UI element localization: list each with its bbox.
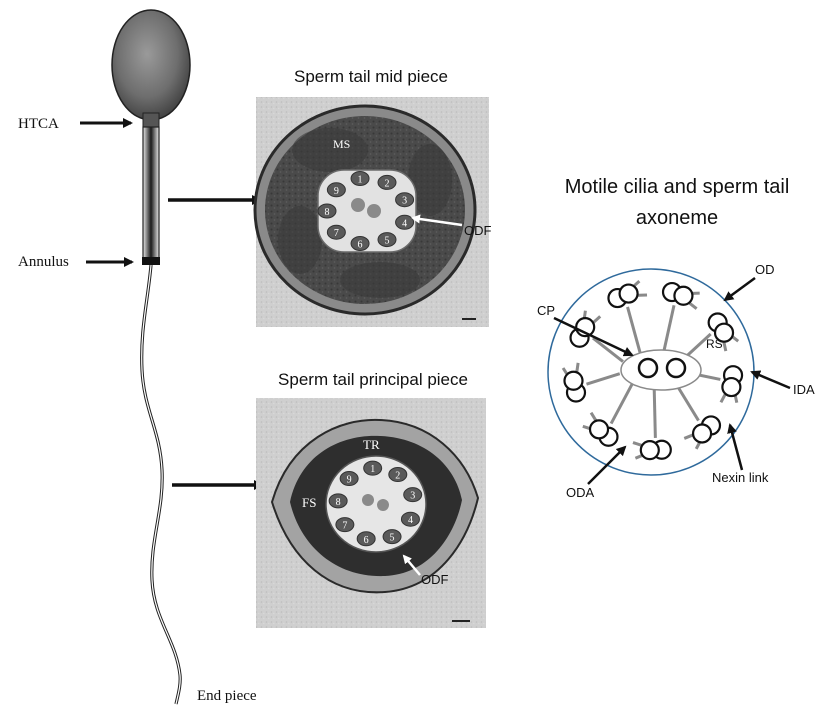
principal-scale-bar [452, 620, 470, 622]
sperm-midpiece [143, 127, 159, 263]
nexin-link-arrow [730, 425, 742, 470]
mitochondrion-4 [340, 262, 420, 298]
cp-label: CP [537, 303, 555, 318]
midpiece-odf-label: ODF [464, 223, 492, 238]
principal-doublet-number: 9 [347, 475, 352, 486]
annulus-label: Annulus [18, 254, 69, 270]
ida-arrow [752, 372, 790, 388]
doublet-b-tubule [722, 378, 740, 396]
od-label: OD [755, 262, 775, 277]
doublet-b-tubule [565, 372, 583, 390]
midpiece-doublet-number: 5 [385, 236, 390, 247]
midpiece-scale-bar [462, 318, 476, 320]
principal-doublet-number: 7 [342, 521, 347, 532]
principal-tr-label: TR [363, 437, 380, 452]
principal-fs-label: FS [302, 495, 316, 510]
midpiece-doublet-number: 4 [402, 218, 407, 229]
rs-label: RS [706, 337, 723, 351]
principal-em-panel: 123456789 TR FS [256, 398, 486, 628]
midpiece-doublet-number: 1 [358, 175, 363, 186]
od-arrow [725, 278, 755, 300]
principal-doublet-number: 6 [364, 535, 369, 546]
midpiece-doublet-number: 3 [402, 196, 407, 207]
htca-label: HTCA [18, 116, 59, 132]
principal-doublet-number: 2 [395, 471, 400, 482]
ida-label: IDA [793, 382, 815, 397]
doublet-b-tubule [641, 441, 659, 459]
doublet-b-tubule [674, 287, 692, 305]
axoneme-title-line2: axoneme [636, 207, 718, 229]
midpiece-ms-label: MS [333, 137, 350, 151]
oda-label: ODA [566, 485, 595, 500]
principal-doublet-number: 4 [408, 515, 413, 526]
radial-spoke [654, 388, 655, 438]
doublet-b-tubule [620, 285, 638, 303]
midpiece-em-panel: 1 2 3 4 5 6 789 MS [255, 97, 489, 327]
midpiece-title: Sperm tail mid piece [294, 67, 448, 86]
midpiece-doublet-number: 6 [358, 239, 363, 250]
sperm-head [112, 10, 190, 120]
central-pair-microtubule-1 [639, 359, 657, 377]
midpiece-doublet-number: 7 [334, 228, 339, 239]
axoneme-title-line1: Motile cilia and sperm tail [565, 176, 790, 198]
sperm-neck [143, 113, 159, 127]
sperm-annulus [142, 257, 160, 265]
nexin-link-label: Nexin link [712, 470, 769, 485]
principal-doublet-number: 8 [336, 497, 341, 508]
midpiece-doublet-number: 2 [385, 178, 390, 189]
end-piece-label: End piece [197, 688, 257, 704]
principal-doublet-number: 3 [410, 491, 415, 502]
mitochondrion-1 [292, 128, 368, 172]
axoneme-schematic [548, 269, 754, 475]
midpiece-doublet-number: 9 [334, 186, 339, 197]
sperm-cell [112, 10, 190, 704]
doublet-b-tubule [590, 420, 608, 438]
principal-doublet-number: 1 [370, 464, 375, 475]
doublet-b-tubule [693, 424, 711, 442]
principal-odf-label: ODF [421, 572, 449, 587]
central-pair-microtubule-2 [667, 359, 685, 377]
principal-title: Sperm tail principal piece [278, 370, 468, 389]
midpiece-doublet-number: 8 [325, 207, 330, 218]
mitochondrion-3 [278, 206, 322, 274]
central-sheath [621, 350, 701, 390]
principal-doublet-number: 5 [390, 533, 395, 544]
